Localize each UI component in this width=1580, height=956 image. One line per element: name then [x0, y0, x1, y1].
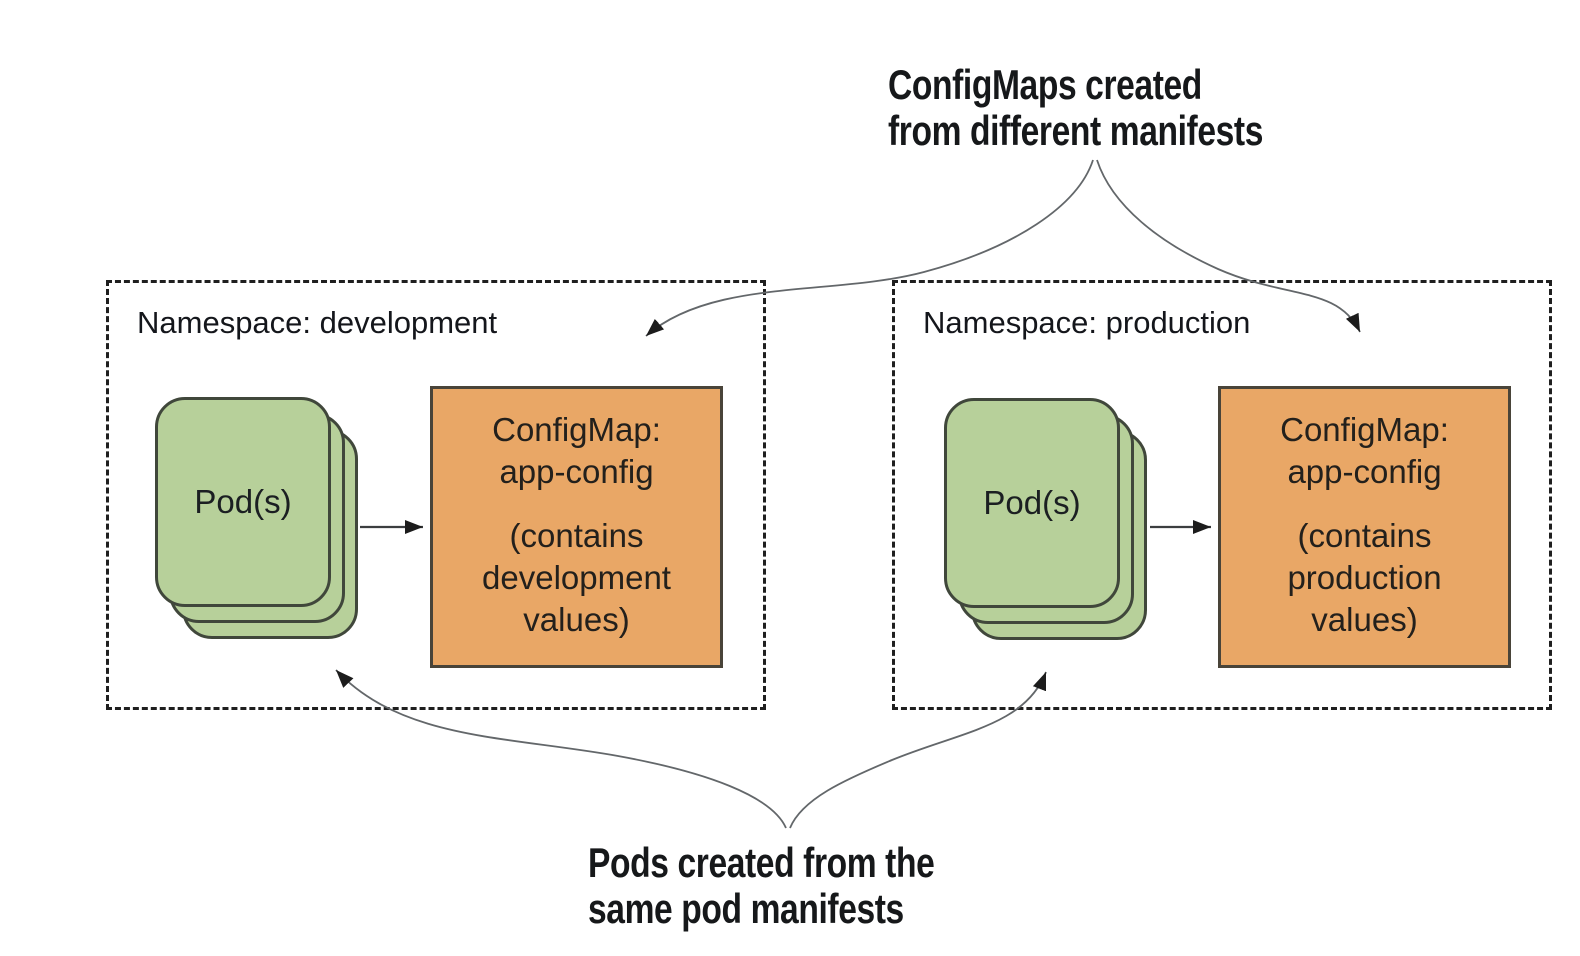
- configmap-note-line: values): [1311, 601, 1418, 638]
- configmap-title-line: ConfigMap:: [492, 411, 661, 448]
- pod-stack-production: Pod(s): [944, 398, 1147, 640]
- pod-card-front: Pod(s): [155, 397, 331, 607]
- annotation-line: from different manifests: [888, 107, 1263, 154]
- configmap-box-production: ConfigMap: app-config (contains producti…: [1218, 386, 1511, 668]
- configmap-title-line: ConfigMap:: [1280, 411, 1449, 448]
- configmap-note: (contains production values): [1221, 515, 1508, 641]
- configmap-note-line: development: [482, 559, 671, 596]
- configmap-note-line: values): [523, 601, 630, 638]
- namespace-label-production: Namespace: production: [923, 305, 1251, 340]
- pod-card-front: Pod(s): [944, 398, 1120, 608]
- configmap-note-line: (contains: [509, 517, 644, 554]
- configmap-note-line: production: [1287, 559, 1442, 596]
- namespace-label-development: Namespace: development: [137, 305, 498, 340]
- pod-stack-development: Pod(s): [155, 397, 358, 639]
- namespace-box-development: Namespace: development Pod(s) ConfigMap:…: [106, 280, 766, 710]
- configmap-title-line: app-config: [499, 453, 654, 490]
- configmap-note-line: (contains: [1297, 517, 1432, 554]
- annotation-line: ConfigMaps created: [888, 61, 1202, 108]
- configmap-note: (contains development values): [433, 515, 720, 641]
- annotation-pods-created: Pods created from the same pod manifests: [588, 839, 935, 932]
- annotation-line: same pod manifests: [588, 885, 904, 932]
- annotation-configmaps-created: ConfigMaps created from different manife…: [888, 62, 1263, 154]
- namespace-box-production: Namespace: production Pod(s) ConfigMap: …: [892, 280, 1552, 710]
- pod-label: Pod(s): [194, 483, 292, 520]
- pod-label: Pod(s): [983, 484, 1081, 521]
- configmap-title-line: app-config: [1287, 453, 1442, 490]
- configmap-box-development: ConfigMap: app-config (contains developm…: [430, 386, 723, 668]
- annotation-line: Pods created from the: [588, 839, 935, 886]
